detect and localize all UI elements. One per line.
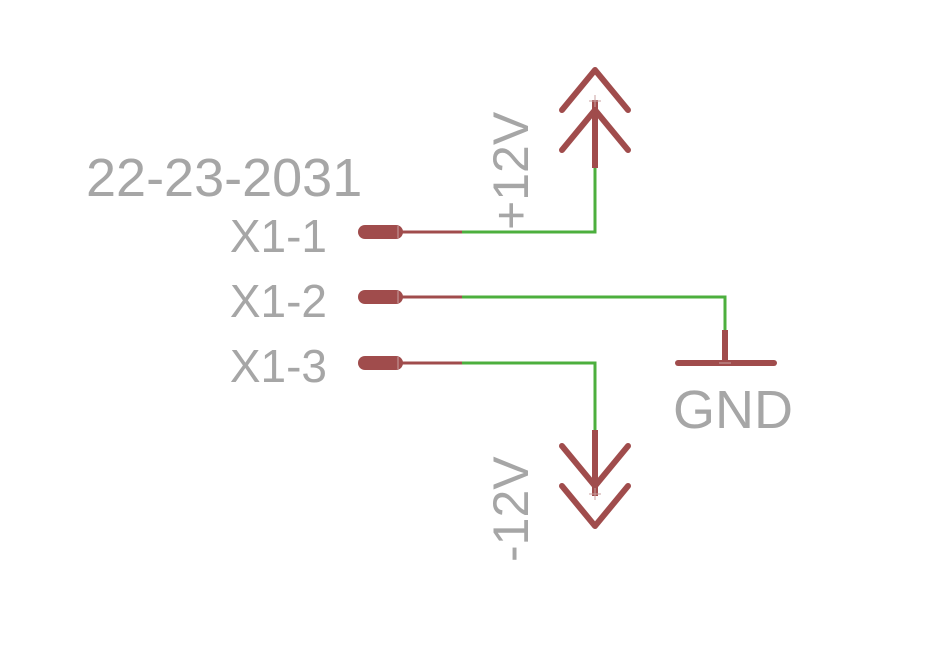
plus-12v-label: +12V bbox=[483, 111, 539, 230]
net-minus-12v bbox=[462, 361, 597, 430]
minus-12v-supply-symbol bbox=[559, 430, 631, 529]
plus-12v-supply-symbol bbox=[559, 67, 631, 168]
pin-1-label: X1-1 bbox=[230, 210, 327, 262]
net-gnd bbox=[462, 295, 727, 330]
minus-12v-label: -12V bbox=[483, 456, 539, 562]
pin-3-label: X1-3 bbox=[230, 340, 327, 392]
pin-2-label: X1-2 bbox=[230, 275, 327, 327]
gnd-symbol bbox=[675, 330, 777, 366]
pin-3 bbox=[358, 356, 462, 370]
pin-1 bbox=[358, 225, 462, 239]
gnd-label: GND bbox=[673, 380, 793, 440]
pin-2 bbox=[358, 290, 462, 304]
net-plus-12v bbox=[462, 168, 597, 234]
part-name: 22-23-2031 bbox=[86, 148, 362, 208]
